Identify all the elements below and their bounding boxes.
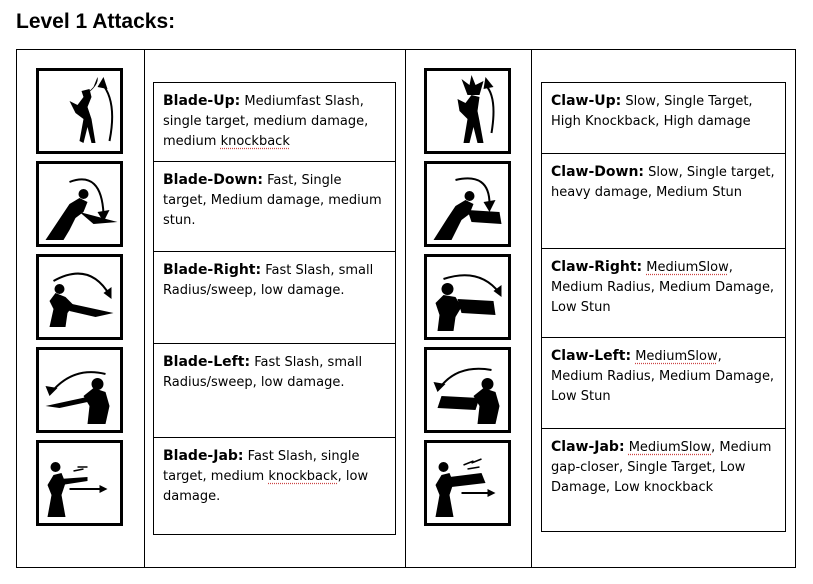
- attack-text: Fast Slash, small Radius/sweep, low dama…: [163, 263, 374, 298]
- attack-text-tail: , Medium Radius, Medium Damage, Low Stun: [551, 260, 775, 315]
- blade-up-description: Blade-Up: Mediumfast Slash, single targe…: [153, 82, 396, 162]
- attack-text: Fast Slash, single target, medium: [163, 449, 360, 484]
- claw-jab-icon: [424, 440, 511, 526]
- attack-text-tail: , Medium gap-closer, Single Target, Low …: [551, 440, 772, 495]
- blade-down-description: Blade-Down: Fast, Single target, Medium …: [153, 161, 396, 252]
- attack-name: Blade-Down:: [163, 172, 263, 188]
- attack-name: Blade-Jab:: [163, 448, 244, 464]
- attack-text: Fast, Single target, Medium damage, medi…: [163, 173, 382, 228]
- attack-text: Fast Slash, small Radius/sweep, low dama…: [163, 355, 363, 390]
- blade-jab-icon: [36, 440, 123, 526]
- attacks-table: [16, 49, 796, 568]
- claw-left-description: Claw-Left: MediumSlow, Medium Radius, Me…: [541, 337, 786, 429]
- blade-left-icon: [36, 347, 123, 433]
- attack-text-tail: , low damage.: [163, 469, 369, 504]
- blade-jab-description: Blade-Jab: Fast Slash, single target, me…: [153, 437, 396, 535]
- blade-right-icon: [36, 254, 123, 340]
- claw-jab-description: Claw-Jab: MediumSlow, Medium gap-closer,…: [541, 428, 786, 532]
- attack-text-flagged: knockback: [268, 469, 338, 484]
- claw-up-icon: [424, 68, 511, 154]
- claw-down-icon: [424, 161, 511, 247]
- column-divider: [144, 49, 145, 568]
- attack-name: Blade-Right:: [163, 262, 262, 278]
- blade-up-icon: [36, 68, 123, 154]
- blade-left-description: Blade-Left: Fast Slash, small Radius/swe…: [153, 343, 396, 438]
- attack-text: Mediumfast Slash, single target, medium …: [163, 94, 369, 149]
- attack-name: Blade-Left:: [163, 354, 251, 370]
- attack-text-flagged: MediumSlow: [646, 260, 729, 275]
- column-divider: [405, 49, 406, 568]
- page-title: Level 1 Attacks:: [16, 10, 176, 33]
- attack-text-flagged: knockback: [220, 134, 290, 149]
- blade-right-description: Blade-Right: Fast Slash, small Radius/sw…: [153, 251, 396, 344]
- attack-name: Claw-Down:: [551, 164, 645, 180]
- claw-up-description: Claw-Up: Slow, Single Target, High Knock…: [541, 82, 786, 154]
- claw-right-icon: [424, 254, 511, 340]
- attack-text-tail: , Medium Radius, Medium Damage, Low Stun: [551, 349, 775, 404]
- attack-text: Slow, Single target, heavy damage, Mediu…: [551, 165, 775, 200]
- claw-right-description: Claw-Right: MediumSlow, Medium Radius, M…: [541, 248, 786, 338]
- blade-down-icon: [36, 161, 123, 247]
- attack-name: Claw-Left:: [551, 348, 632, 364]
- column-divider: [531, 49, 532, 568]
- attack-name: Blade-Up:: [163, 93, 241, 109]
- attack-text-flagged: MediumSlow: [635, 349, 718, 364]
- attack-name: Claw-Jab:: [551, 439, 625, 455]
- attack-name: Claw-Up:: [551, 93, 622, 109]
- attack-text-flagged: MediumSlow: [628, 440, 712, 455]
- attack-name: Claw-Right:: [551, 259, 643, 275]
- attack-text: Slow, Single Target, High Knockback, Hig…: [551, 94, 753, 129]
- claw-left-icon: [424, 347, 511, 433]
- claw-down-description: Claw-Down: Slow, Single target, heavy da…: [541, 153, 786, 249]
